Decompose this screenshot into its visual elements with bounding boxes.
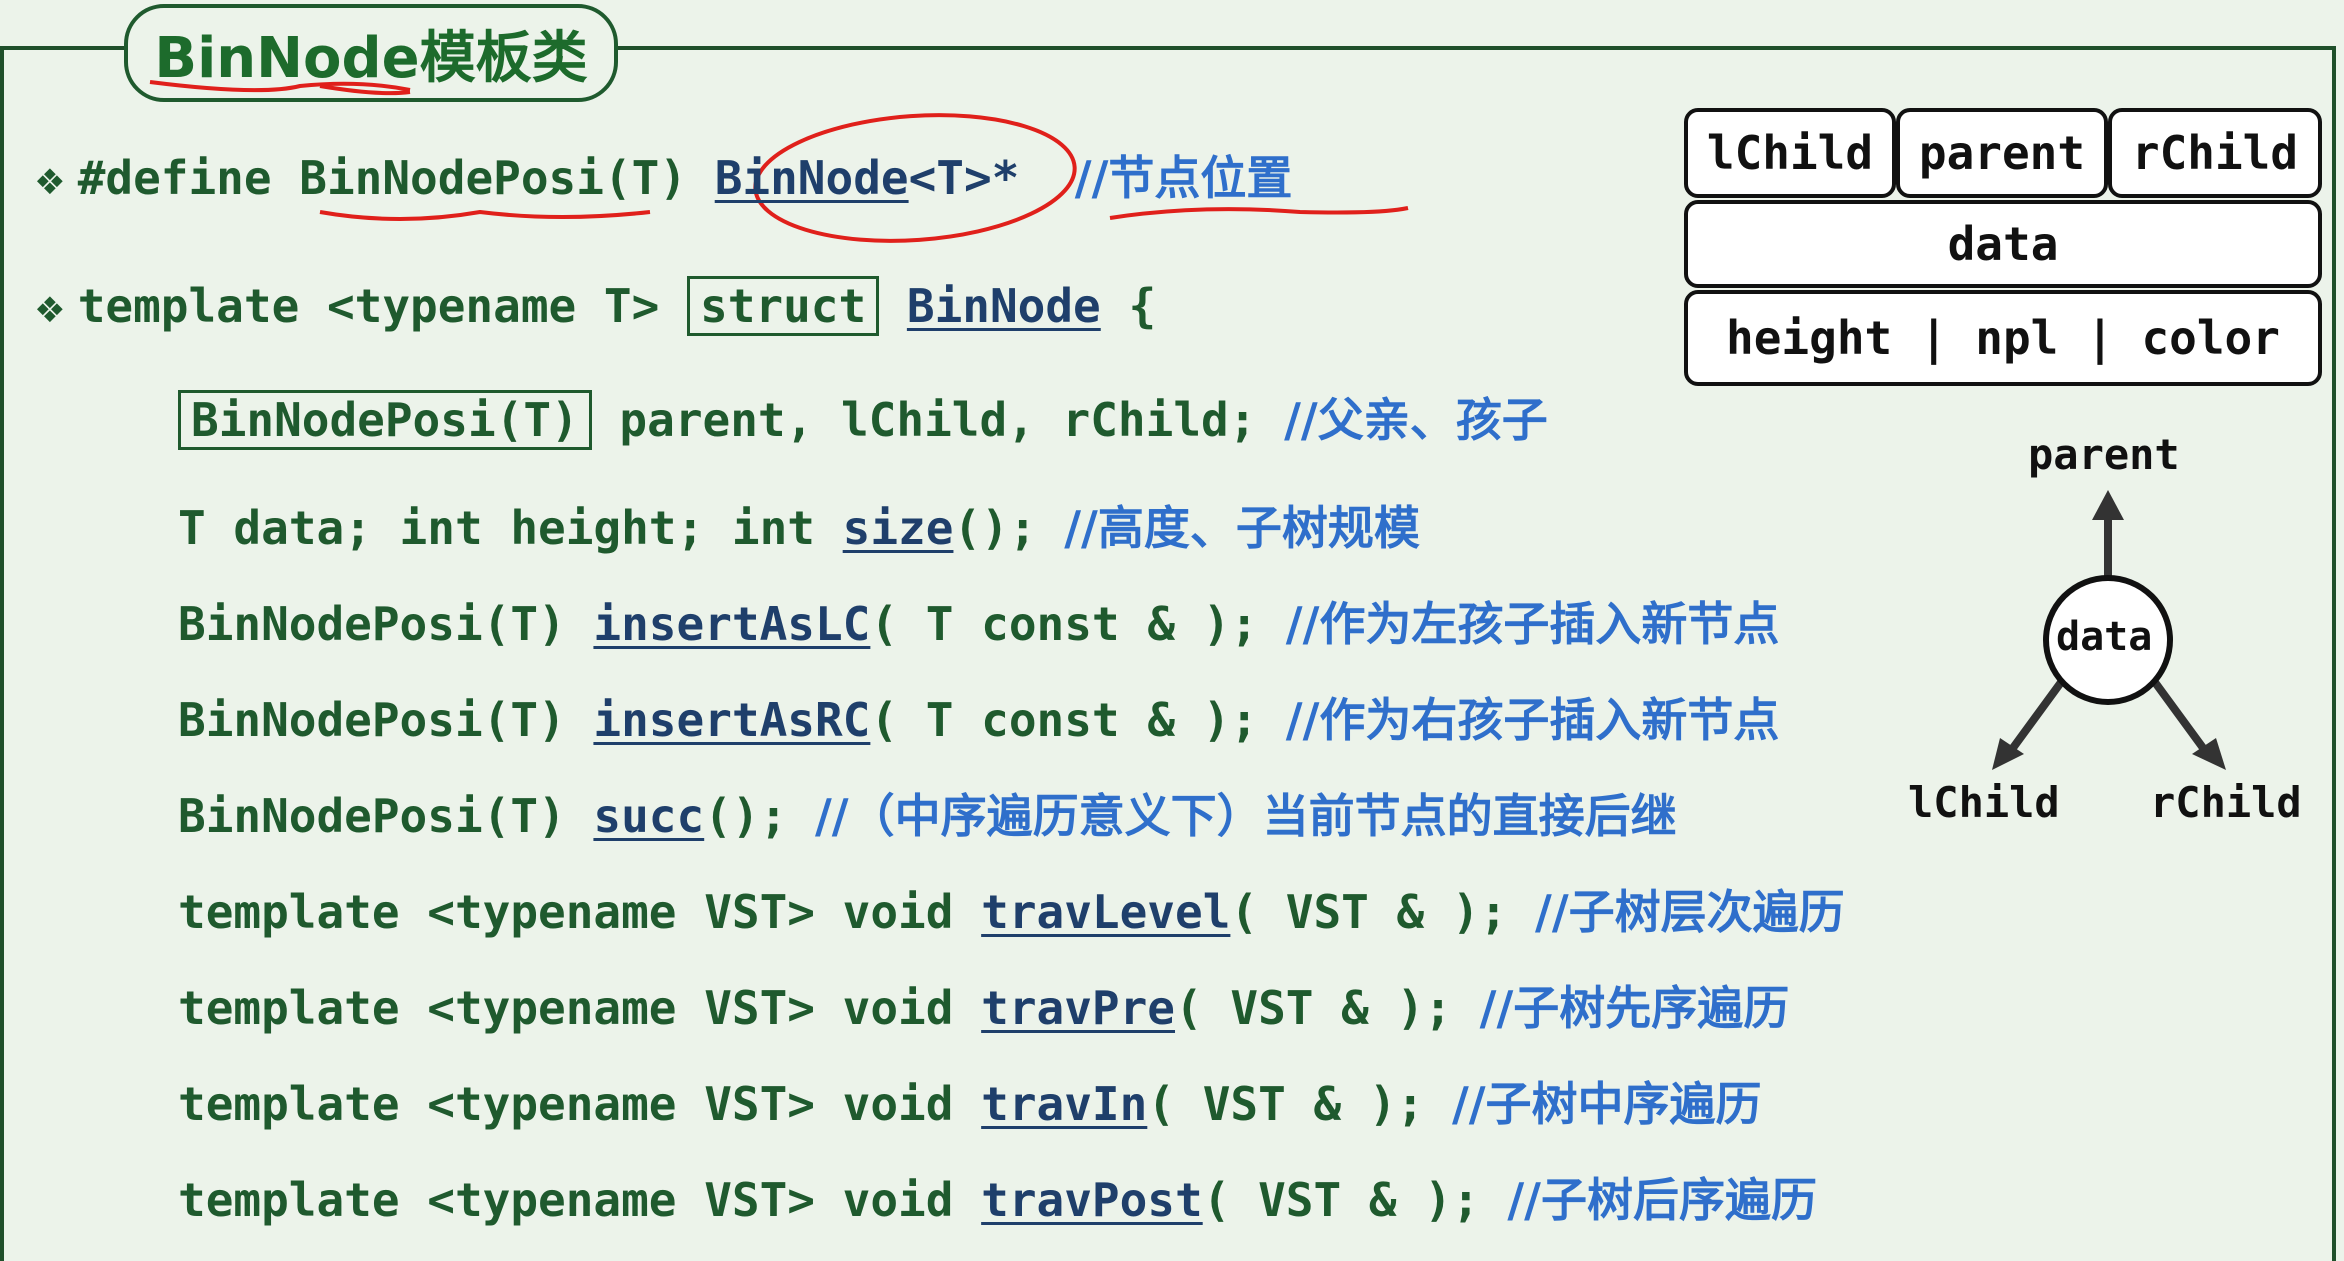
member-comment: //子树先序遍历 [1479,981,1790,1035]
struct-brace: { [1128,279,1157,333]
node-field-lchild: lChild [1684,108,1896,198]
node-field-label: data [1947,217,2059,271]
member-line-7: template <typename VST> void travIn( VST… [178,1074,1762,1134]
member-code-post: ( VST & ); [1202,1173,1508,1227]
define-type-name: BinNode [714,151,909,205]
tree-rchild-label: rChild [2150,778,2302,827]
member-func: insertAsLC [593,597,871,651]
node-field-rchild: rChild [2108,108,2322,198]
member-code-post: (); [953,501,1065,555]
member-code-post: (); [704,789,815,843]
node-field-parent: parent [1896,108,2108,198]
struct-name: BinNode [906,279,1101,333]
member-comment: //作为右孩子插入新节点 [1285,693,1780,747]
member-line-2: BinNodePosi(T) insertAsLC( T const & ); … [178,594,1779,654]
member-func: travLevel [981,885,1231,939]
member-code-post: ( T const & ); [870,693,1286,747]
member-code-pre: BinNodePosi(T) [178,789,594,843]
member-comment: //父亲、孩子 [1284,393,1548,447]
member-line-6: template <typename VST> void travPre( VS… [178,978,1789,1038]
node-field-data: data [1684,200,2322,288]
tree-data-label: data [2056,614,2153,660]
member-code-pre: template <typename VST> void [178,1077,982,1131]
member-code-post: ( T const & ); [870,597,1286,651]
tree-parent-label: parent [2028,430,2180,479]
member-line-5: template <typename VST> void travLevel( … [178,882,1845,942]
member-boxed-type: BinNodePosi(T) [178,390,592,450]
member-code-pre: BinNodePosi(T) [178,693,594,747]
member-code-pre: template <typename VST> void [178,981,982,1035]
define-comment: //节点位置 [1074,151,1293,205]
member-line-0: BinNodePosi(T) parent, lChild, rChild; /… [178,390,1548,450]
node-field-meta: height | npl | color [1684,290,2322,386]
bullet-icon: ❖ [36,279,64,333]
define-macro: BinNodePosi(T) [299,151,688,205]
tree-lchild-label: lChild [1908,778,2060,827]
bullet-icon: ❖ [36,151,64,205]
define-keyword: #define [77,151,272,205]
define-line: ❖#define BinNodePosi(T) BinNode<T>* //节点… [36,148,1292,208]
struct-prefix: template <typename T> [77,279,660,333]
member-code-pre: template <typename VST> void [178,1173,982,1227]
slide-title: BinNode模板类 [124,4,618,102]
member-comment: //高度、子树规模 [1064,501,1420,555]
member-func: insertAsRC [593,693,871,747]
member-comment: //子树中序遍历 [1451,1077,1762,1131]
struct-line: ❖template <typename T> struct BinNode { [36,276,1156,336]
node-field-label: height | npl | color [1726,311,2280,365]
slide-frame [0,46,2336,1261]
node-field-label: parent [1918,126,2086,180]
member-comment: //（中序遍历意义下）当前节点的直接后继 [814,789,1677,843]
member-code-pre: T data; int height; int [178,501,843,555]
slide-title-text: BinNode模板类 [154,25,588,91]
member-code-post: ( VST & ); [1175,981,1480,1035]
define-type-suffix: <T>* [908,151,1020,205]
member-func: travPre [981,981,1176,1035]
node-field-label: rChild [2131,126,2299,180]
member-line-1: T data; int height; int size(); //高度、子树规… [178,498,1420,558]
member-func: succ [593,789,705,843]
struct-keyword: struct [687,276,880,336]
member-func: size [842,501,954,555]
member-code: parent, lChild, rChild; [591,393,1285,447]
member-code-pre: template <typename VST> void [178,885,982,939]
member-line-4: BinNodePosi(T) succ(); //（中序遍历意义下）当前节点的直… [178,786,1677,846]
member-comment: //子树层次遍历 [1535,885,1845,939]
member-func: travIn [981,1077,1148,1131]
member-code-post: ( VST & ); [1147,1077,1452,1131]
member-code-post: ( VST & ); [1230,885,1536,939]
member-comment: //子树后序遍历 [1507,1173,1817,1227]
member-comment: //作为左孩子插入新节点 [1285,597,1780,651]
member-line-3: BinNodePosi(T) insertAsRC( T const & ); … [178,690,1779,750]
member-line-8: template <typename VST> void travPost( V… [178,1170,1817,1230]
node-field-label: lChild [1706,126,1874,180]
member-code-pre: BinNodePosi(T) [178,597,594,651]
member-func: travPost [981,1173,1203,1227]
